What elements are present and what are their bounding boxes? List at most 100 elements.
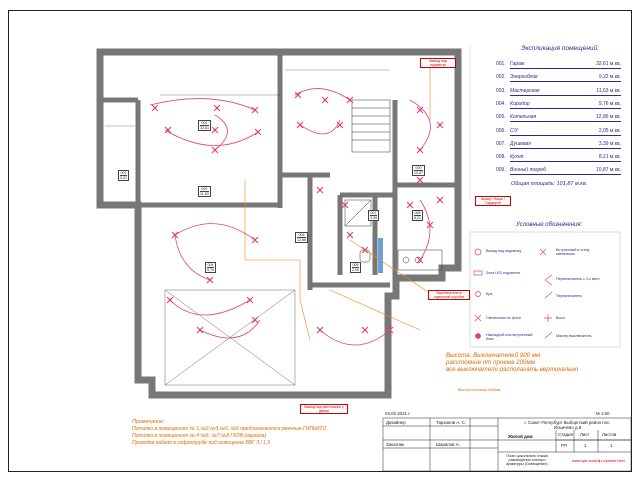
callout-box: Шкаф / Ниша / Гардероб [475, 196, 511, 206]
explication-num: 001. [496, 61, 506, 67]
explication-title: Экспликация помещений: [521, 45, 599, 52]
room-number: 001 [201, 121, 208, 125]
room-number: 002 [120, 171, 127, 175]
fixture-center [168, 298, 172, 302]
explication-underline [510, 161, 621, 163]
note-line: Потолки в помещениях № 4 №6, №7,№8 ГКЛВ … [132, 433, 267, 439]
fixture-center [253, 238, 257, 242]
fixture-center [348, 98, 352, 102]
room-number: 007 [370, 211, 377, 215]
explication-name: Душевая [510, 140, 531, 147]
fixture-center [318, 328, 322, 332]
explication-area: 10,87 м.кв. [596, 167, 621, 174]
explication-name: Винный погреб [510, 167, 546, 174]
fixture-center [213, 128, 217, 132]
fixture-center [213, 148, 217, 152]
explication-underline [510, 68, 621, 69]
callout-box: Выключатели в отдельной коробке [428, 290, 470, 300]
explication-underline [510, 174, 621, 176]
explication-underline [510, 94, 621, 96]
fixture-center [153, 106, 157, 110]
explication-name: Кухня [510, 154, 524, 161]
fixture-center [363, 248, 367, 252]
legend-title: Условные обозначения: [516, 222, 583, 228]
tb-sheet-header: Лист [580, 432, 590, 437]
tb-sheet: 1 [584, 443, 587, 448]
explication-area: 3,39 м.кв. [598, 140, 621, 147]
explication-name: С/У [510, 127, 519, 134]
fixture-center [198, 328, 202, 332]
explication-num: 003. [496, 87, 506, 94]
explication-area: 2,05 м.кв. [598, 127, 621, 134]
light-fixtures [151, 91, 444, 334]
height-note-line: Высота. Выключателей 900 мм [446, 352, 541, 359]
circuit-arcs [149, 88, 431, 346]
tb-date: 03.03.2021 г. [385, 411, 411, 416]
explication-underline [510, 134, 621, 136]
fixture-center [438, 123, 442, 127]
legend-item: Встроенный в стену светильник [556, 248, 590, 257]
fixture-center [253, 108, 257, 112]
tb-scale: М 1:50 [596, 411, 610, 416]
fixture-center [418, 178, 422, 182]
room-area: 9,76 [207, 267, 214, 272]
tb-website: www.spb-zodchij.ru/proekt.html [572, 459, 625, 463]
explication-num: 006. [496, 127, 506, 134]
fixture-center [348, 233, 352, 237]
explication-name: Гараж [510, 61, 525, 67]
fixture-center [388, 328, 392, 332]
fixture-center [343, 203, 347, 207]
explication-area: 32,61 м.кв. [596, 61, 621, 67]
legend-item: Выкл [556, 316, 565, 320]
room-area: 2,05 [352, 267, 359, 272]
fixture-center [215, 106, 219, 110]
note-line: Проводка кабеля в гофротрубе под освещен… [132, 440, 271, 446]
tb-customer: Шарапов А. [436, 442, 460, 447]
room-number: 004 [207, 263, 214, 267]
explication-underline [510, 121, 621, 123]
explication-num: 005. [496, 114, 506, 121]
fixture-center [363, 328, 367, 332]
fixture-center [408, 203, 412, 207]
explication-area: 9,22 м.кв. [598, 74, 621, 81]
height-note-line: расстояние от проема 200мм [446, 359, 535, 366]
callout-box: Вывод под подсветку [420, 58, 456, 68]
legend-symbols [473, 248, 553, 339]
legend-item: Переключатель с 2-х мест [556, 277, 600, 281]
explication-area: 12,86 м.кв. [596, 114, 621, 121]
tb-stage: РП [561, 443, 568, 448]
room-area: 32,61 [200, 125, 209, 130]
explication-underline [510, 147, 621, 149]
room-area: 11,63 [200, 191, 209, 196]
explication-num: 002. [496, 74, 506, 81]
explication-underline [510, 107, 621, 109]
fixture-center [296, 93, 300, 97]
legend-item: Переключатель [556, 294, 583, 298]
tb-designer: Тарханов А. С. [436, 420, 467, 425]
height-note-line: все выключатели располагать вертикально [446, 366, 579, 373]
tb-drawing-name: План цокольного этажа размещения электро… [506, 454, 548, 466]
tb-sheets-header: Листов [602, 432, 617, 437]
explication-row: 001. Гараж 32,61 м.кв. [496, 61, 621, 72]
fixture-center [318, 188, 322, 192]
ceiling-height-note: Высота потолков 2400мм [458, 388, 501, 392]
title-block-grid [382, 417, 632, 472]
room-number: 009 [415, 166, 422, 170]
room-number: 008 [414, 211, 421, 215]
tb-object: Жилой дом [508, 434, 533, 439]
tb-designer-role: Дизайнер [386, 420, 406, 425]
explication-name: Коридор [510, 100, 530, 107]
legend-item: Зона LED подсветки [486, 271, 520, 275]
fixture-center [208, 278, 212, 282]
